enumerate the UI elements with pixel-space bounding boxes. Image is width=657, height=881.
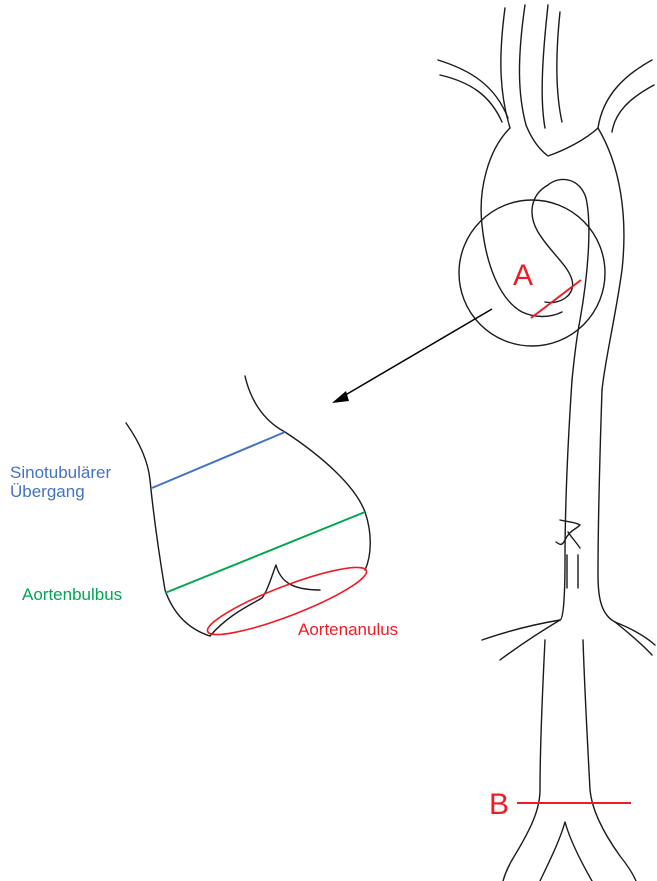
aorta-outline	[438, 5, 655, 881]
aortic-bulb-line	[165, 512, 365, 593]
sinotubular-label-line1: Sinotubulärer	[10, 463, 111, 482]
aortic-bulb-label: Aortenbulbus	[22, 585, 122, 604]
marker-b-label: B	[489, 788, 509, 822]
marker-a-label: A	[513, 259, 533, 293]
sinotubular-junction-line	[152, 432, 285, 488]
marker-a-line	[531, 280, 581, 318]
aortic-annulus-label: Aortenanulus	[298, 620, 398, 639]
sinotubular-label-line2: Übergang	[10, 482, 111, 501]
sinotubular-label: Sinotubulärer Übergang	[10, 463, 111, 501]
zoom-arrow	[332, 309, 492, 403]
